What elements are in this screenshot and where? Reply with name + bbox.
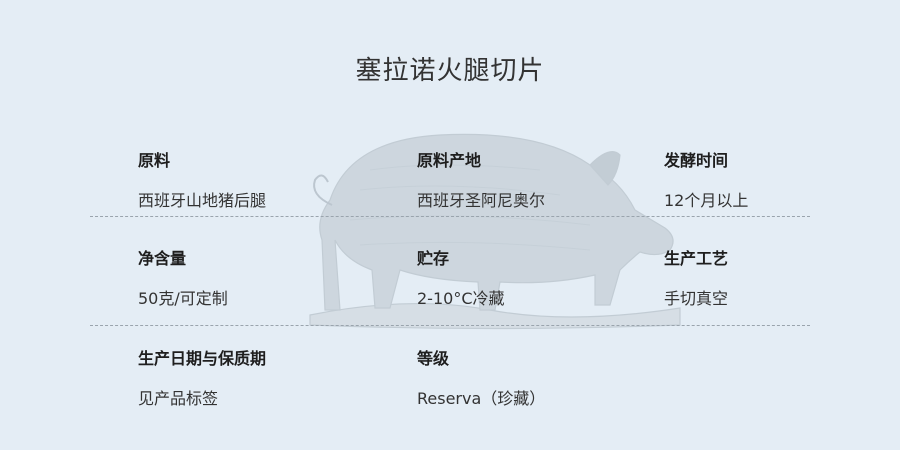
spec-value: 见产品标签 bbox=[138, 389, 219, 408]
row-divider bbox=[90, 216, 810, 217]
spec-value: 手切真空 bbox=[664, 289, 729, 308]
pig-illustration bbox=[309, 133, 681, 330]
spec-value: 12个月以上 bbox=[664, 191, 749, 210]
spec-label: 原料产地 bbox=[417, 151, 482, 170]
spec-label: 生产日期与保质期 bbox=[138, 349, 267, 368]
spec-value: 西班牙山地猪后腿 bbox=[138, 191, 267, 210]
spec-value: 2-10°C冷藏 bbox=[417, 289, 505, 308]
spec-value: Reserva（珍藏） bbox=[417, 389, 546, 408]
spec-item-process: 生产工艺 手切真空 bbox=[664, 245, 728, 309]
spec-value: 50克/可定制 bbox=[138, 289, 228, 308]
spec-label: 等级 bbox=[417, 349, 450, 368]
spec-label: 原料 bbox=[138, 151, 171, 170]
spec-label: 发酵时间 bbox=[664, 151, 729, 170]
spec-item-storage: 贮存 2-10°C冷藏 bbox=[417, 245, 505, 309]
spec-item-origin: 原料产地 西班牙圣阿尼奥尔 bbox=[417, 147, 545, 211]
spec-item-curing-time: 发酵时间 12个月以上 bbox=[664, 147, 748, 211]
spec-item-production-date: 生产日期与保质期 见产品标签 bbox=[138, 345, 266, 409]
spec-label: 贮存 bbox=[417, 249, 450, 268]
spec-item-grade: 等级 Reserva（珍藏） bbox=[417, 345, 545, 409]
spec-item-net-weight: 净含量 50克/可定制 bbox=[138, 245, 228, 309]
row-divider bbox=[90, 325, 810, 326]
spec-label: 生产工艺 bbox=[664, 249, 729, 268]
spec-item-ingredient: 原料 西班牙山地猪后腿 bbox=[138, 147, 266, 211]
spec-value: 西班牙圣阿尼奥尔 bbox=[417, 191, 546, 210]
page-title: 塞拉诺火腿切片 bbox=[355, 56, 545, 86]
spec-label: 净含量 bbox=[138, 249, 187, 268]
